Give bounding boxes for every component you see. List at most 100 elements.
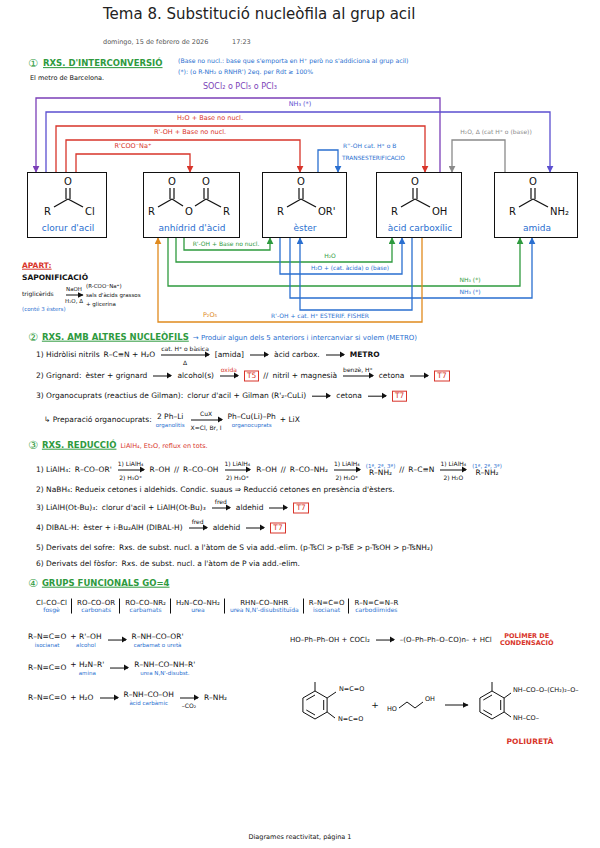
reaction-arrow [225,470,251,471]
note-text: El metro de Barcelona. [30,75,104,82]
row-item: ③ [28,440,38,453]
row-item: METRO [350,351,380,360]
atom-label: R [223,206,230,218]
note-text: (Base no nucl.: base que s'emporta en H⁺… [178,57,408,64]
row-item: clorur d'acil + LiAlH(Ot-Bu)₃ [102,504,206,513]
drawing-line [306,710,315,715]
row-item: // [174,466,179,475]
reagent-label: oxida [221,366,237,373]
arrow-conditions: 2) H₃O⁺ [119,474,142,481]
row-item [408,373,430,380]
row-item: // [263,372,268,381]
topic-reference: T7 [293,503,308,514]
drawing-line [445,705,468,706]
atom-label: R [148,206,155,218]
arrow-conditions: cat. H⁺ o bàsica [161,345,209,352]
row-item: 1) LiAlH₄ 2) H₃O⁺ [116,460,146,481]
formula-text: 6) Derivats del fòsfor: [36,560,118,569]
reaction-connector [36,98,440,172]
section-heading: APART: [22,262,52,271]
formula-text: R–N=C=N–R [354,599,398,607]
atom-label: O [297,176,305,188]
atom-label: N=C=O [339,686,364,693]
reagent-label: TRANSESTERIFICACIÓ [342,155,405,162]
row-item [374,637,396,644]
formula-text: alcohol [76,641,96,647]
row-item: POLÍMER DE CONDENSACIÓ [496,633,558,648]
row-item: R–NH–CO–OHàcid carbàmic [124,691,174,706]
formula-text: organocuprats [232,421,272,427]
bond-line [203,188,204,199]
row-item: 2) Grignard: [36,372,81,381]
reagent-label: 2) H₃O⁺ [226,474,249,481]
formula-text: R–NH–CO–OR' [132,633,184,642]
page-footer: Diagrames reactivitat, página 1 [248,834,351,841]
formula-text: 5) Derivats del sofre: [36,544,115,553]
arrow-conditions: Δ [183,359,187,366]
reaction-row: 3) LiAlH(Ot-Bu)₃:clorur d'acil + LiAlH(O… [36,498,309,519]
formula-text: isocianat [313,607,340,614]
row-item: RXS. AMB ALTRES NUCLEÒFILS [42,333,189,343]
formula-text: isocianat [35,641,60,647]
drawing-line [480,691,504,719]
row-item: T5 [244,371,259,382]
atom-label: OR' [318,206,336,218]
formula-text: fosgè [43,607,59,614]
row-item: R–OH [150,466,171,475]
row-item: 1) LiAlH₄2) H₃O⁺ [223,460,253,481]
reagent-label: P₂O₅ [202,312,218,319]
note-text: (R-COO⁻Na⁺) [86,283,122,289]
formula-text: RO–CO–OR [77,599,115,607]
reaction-row: 6) Derivats del fòsfor:Rxs. de subst. nu… [36,560,300,569]
row-item: 5) Derivats del sofre: [36,544,115,553]
reagent-label: R'-OH + Base no nucl. [153,129,227,136]
reaction-arrow [312,396,330,397]
topic-reference: T7 [270,523,285,534]
bond-line [158,199,172,207]
reaction-arrow [100,698,118,699]
reaction-row: ②RXS. AMB ALTRES NUCLEÒFILS→ Produir alg… [28,332,417,345]
date-text: domingo, 15 de febrero de 2026 [103,39,208,46]
formula-text: urea N,N'-disubst. [140,669,189,675]
formula-text: R–CO–OR' [75,466,112,475]
row-item: RHN–CO–NHRurea N,N'-disubstituïda [224,599,299,614]
reagent-label: NH₃ (*) [459,277,482,284]
reaction-connector [176,238,392,262]
row-item: fred [187,518,209,539]
reagent-label: H₂O + (cat. àcida) o (base) [310,265,390,272]
formula-text: Cl–CO–Cl [36,599,67,607]
formula-text: RO–CO–NR₂ [125,599,166,607]
bond-line [301,199,316,207]
drawing-line [492,682,493,691]
reaction-connector [76,154,190,172]
reagent-label: H₂O, Δ [65,298,83,304]
reaction-arrow [410,376,428,377]
compound-box: OORORanhídrid d'àcid [143,172,240,238]
row-item: ↳ Preparació organocuprats: [44,416,152,425]
row-item: R–NH–CO–OR'carbamat o uretà [132,633,184,648]
reaction-row: 3) Organocuprats (reactius de Gilman):cl… [36,391,407,402]
reaction-connector [452,140,505,172]
note-text: LiAlH₄, Et₂O, reflux en tots. [120,442,207,449]
row-item: R–OH [256,466,277,475]
reaction-row: ↳ Preparació organocuprats:2 Ph–Liorgano… [44,410,300,431]
compound-name: amida [523,223,551,233]
reagent-label: H₂O [323,253,337,260]
row-item: ② [28,332,38,345]
row-item: R–N=C=Oisocianat [303,599,345,614]
arrow-conditions: 1) LiAlH₄ [118,460,144,467]
formula-text: // [174,466,179,475]
arrowhead [264,352,269,358]
row-item: 1) LiAlH₄2) H₃O⁺ [332,460,362,481]
row-item [310,393,332,400]
section-number: ③ [28,440,38,453]
reagent-label: benzè, H⁺ [343,366,373,373]
formula-text: R–N=C=O [309,599,345,607]
formula-text: carbodiimides [355,607,397,614]
section-number: ④ [28,578,38,591]
arrowhead [124,665,129,671]
arrowhead [340,352,345,358]
arrow-conditions: oxida [221,366,237,373]
row-item: RO–CO–ORcarbonats [71,599,115,614]
